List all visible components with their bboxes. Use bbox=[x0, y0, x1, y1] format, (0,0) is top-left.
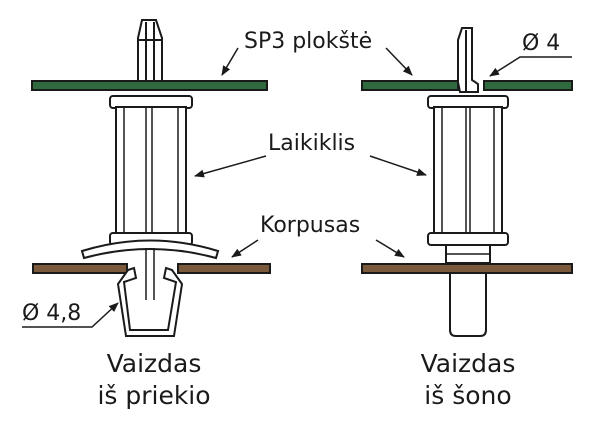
side-bottom-flange bbox=[427, 232, 509, 246]
side-sp3-plate bbox=[361, 80, 459, 91]
side-housing-plate bbox=[361, 263, 573, 274]
clip-dim-leader bbox=[22, 302, 119, 328]
side-bottom-pin bbox=[449, 272, 487, 337]
front-holder-body bbox=[115, 106, 187, 235]
front-sp3-plate bbox=[31, 80, 268, 91]
side-top-clip bbox=[457, 27, 479, 93]
side-view-caption-2: iš šono bbox=[424, 381, 511, 410]
front-housing-plate bbox=[32, 263, 128, 274]
holder-leader-left bbox=[194, 155, 267, 178]
side-view bbox=[361, 27, 573, 337]
front-spring-washer bbox=[80, 239, 220, 260]
side-view-caption-1: Vaizdas bbox=[421, 349, 516, 378]
holder-leader-right bbox=[369, 155, 427, 176]
holder-label: Laikiklis bbox=[268, 131, 355, 156]
front-bottom-clip bbox=[116, 266, 184, 337]
front-view-caption-2: iš priekio bbox=[97, 381, 210, 410]
front-view bbox=[31, 19, 271, 337]
clip-diameter-label: Ø 4,8 bbox=[22, 301, 81, 326]
plate-leader-right bbox=[385, 47, 413, 76]
side-holder-body bbox=[433, 106, 503, 235]
hole-diameter-label: Ø 4 bbox=[522, 31, 560, 56]
hole-dim-leader bbox=[489, 56, 572, 77]
front-view-caption-1: Vaizdas bbox=[107, 349, 202, 378]
plate-label: SP3 plokštė bbox=[244, 29, 372, 54]
housing-leader-right bbox=[375, 239, 405, 258]
housing-leader-left bbox=[231, 239, 259, 258]
front-top-clip bbox=[137, 19, 163, 83]
plate-leader-left bbox=[221, 47, 239, 76]
housing-label: Korpusas bbox=[260, 213, 360, 238]
leaders bbox=[22, 47, 572, 328]
